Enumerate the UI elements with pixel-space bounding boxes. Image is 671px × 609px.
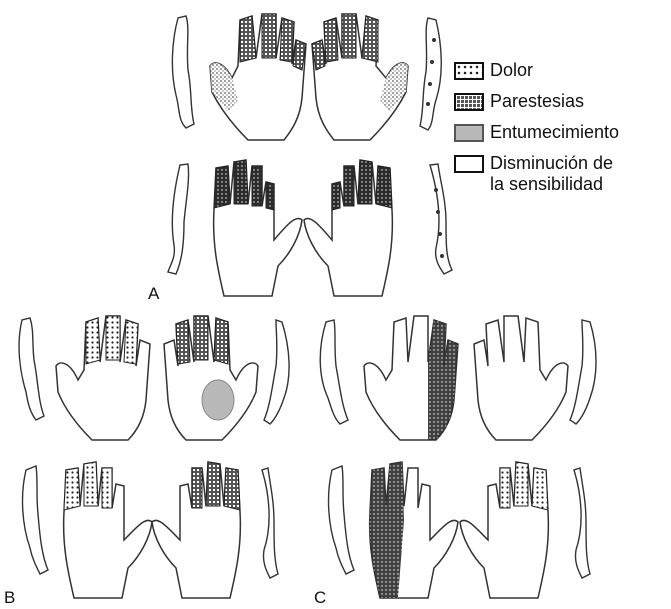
panel-label-c: C	[314, 588, 326, 608]
arm-outline	[172, 16, 194, 128]
arm-outline	[320, 320, 348, 424]
thumb-numbness	[210, 63, 238, 112]
palm-numbness-area	[202, 380, 234, 420]
empty-swatch-icon	[454, 155, 484, 173]
arm-outline	[168, 164, 189, 274]
ulnar-dark-region	[428, 320, 458, 440]
arm-outline	[329, 466, 354, 574]
arm-outline	[262, 468, 278, 578]
fingers-dots	[500, 462, 548, 510]
arm-outline	[420, 18, 441, 130]
legend-label: Parestesias	[490, 91, 584, 112]
legend-label-line1: Disminución de	[490, 153, 613, 174]
panel-b-hands	[19, 316, 289, 598]
fingers-dots	[86, 316, 138, 364]
gray-swatch-icon	[454, 124, 484, 142]
legend-label: Entumecimiento	[490, 122, 619, 143]
fingers-grid	[192, 462, 240, 510]
legend-label-line2: la sensibilidad	[490, 174, 603, 195]
panel-label-b: B	[4, 588, 15, 608]
fingers-grid	[176, 316, 228, 364]
fingers-dots	[64, 462, 112, 510]
legend-label: Dolor	[490, 60, 533, 81]
grid-swatch-icon	[454, 93, 484, 111]
panel-c-hands	[320, 316, 596, 598]
dots-swatch-icon	[454, 62, 484, 80]
arm-outline	[574, 468, 590, 578]
arm-outline	[23, 466, 48, 574]
arm-outline	[570, 320, 596, 424]
panel-a-hands	[168, 14, 452, 296]
palm-outline	[474, 316, 568, 440]
thumb-numbness	[380, 63, 408, 112]
arm-outline	[19, 318, 44, 420]
arm-outline	[264, 320, 289, 424]
panel-label-a: A	[148, 284, 159, 304]
